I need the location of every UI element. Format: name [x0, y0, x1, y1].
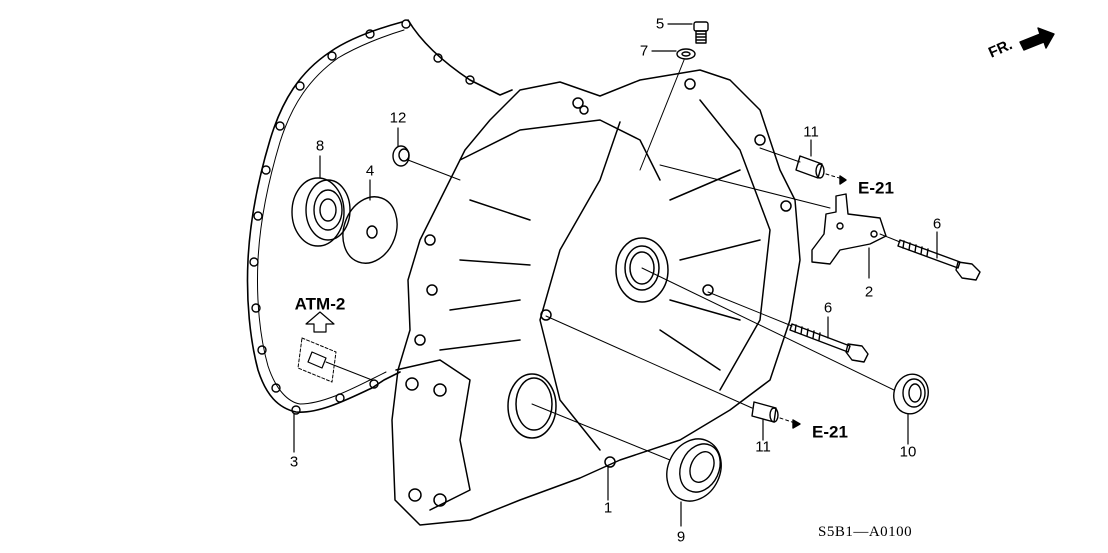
dowel-pin-upper-part — [795, 155, 825, 179]
arrow-head-e21-top — [839, 175, 847, 185]
axis-10 — [641, 267, 895, 391]
arrow-head-e21-bottom — [792, 419, 801, 429]
plate-part — [342, 196, 398, 264]
oil-seal-9-part — [666, 438, 722, 502]
callout-10: 10 — [899, 443, 917, 461]
callout-3: 3 — [289, 453, 299, 471]
arrow-forward-icon — [1019, 27, 1055, 51]
callout-12: 12 — [389, 109, 407, 127]
ref-e-21-top[interactable]: E-21 — [858, 178, 894, 198]
dashed-box — [297, 337, 337, 383]
axis-6-upper — [879, 233, 901, 243]
callout-4: 4 — [365, 162, 375, 180]
gasket-part — [246, 19, 513, 415]
dowel-pin-lower-part — [751, 401, 779, 423]
flange-bolt-upper-part — [897, 239, 981, 281]
axis-9 — [531, 403, 671, 461]
axis-11-lower — [545, 315, 753, 409]
washer-part — [676, 48, 696, 60]
oil-seal-12-part — [392, 145, 410, 167]
axis-11-upper — [759, 147, 801, 163]
bolt-plug-part — [693, 21, 709, 44]
arrow-to-e21-top — [825, 173, 847, 181]
flange-bolt-lower-part — [789, 323, 869, 363]
ref-e-21-bottom[interactable]: E-21 — [812, 422, 848, 442]
leader-5-axis — [639, 59, 685, 171]
axis-6-lower — [707, 291, 793, 327]
ref-atm-2[interactable]: ATM-2 — [294, 294, 346, 314]
callout-11-upper: 11 — [803, 123, 819, 141]
callout-6-lower: 6 — [823, 299, 833, 317]
axis-atm2 — [325, 361, 373, 381]
oil-seal-10-part — [893, 373, 929, 415]
callout-11-lower: 11 — [755, 438, 771, 456]
callout-9: 9 — [676, 528, 686, 546]
axis-2 — [659, 164, 831, 209]
callout-2: 2 — [864, 283, 874, 301]
diagram-code: S5B1—A0100 — [818, 524, 913, 540]
atm2-pin — [307, 351, 327, 369]
callout-8: 8 — [315, 137, 325, 155]
housing-part — [391, 69, 801, 526]
callout-6-upper: 6 — [932, 215, 942, 233]
callout-5: 5 — [655, 15, 665, 33]
callout-7: 7 — [639, 42, 649, 60]
arrow-up-outline-icon — [305, 311, 335, 333]
bracket-part — [811, 193, 887, 265]
arrow-to-e21-bottom — [779, 417, 799, 425]
bearing-part — [291, 177, 351, 247]
callout-1: 1 — [603, 499, 613, 517]
